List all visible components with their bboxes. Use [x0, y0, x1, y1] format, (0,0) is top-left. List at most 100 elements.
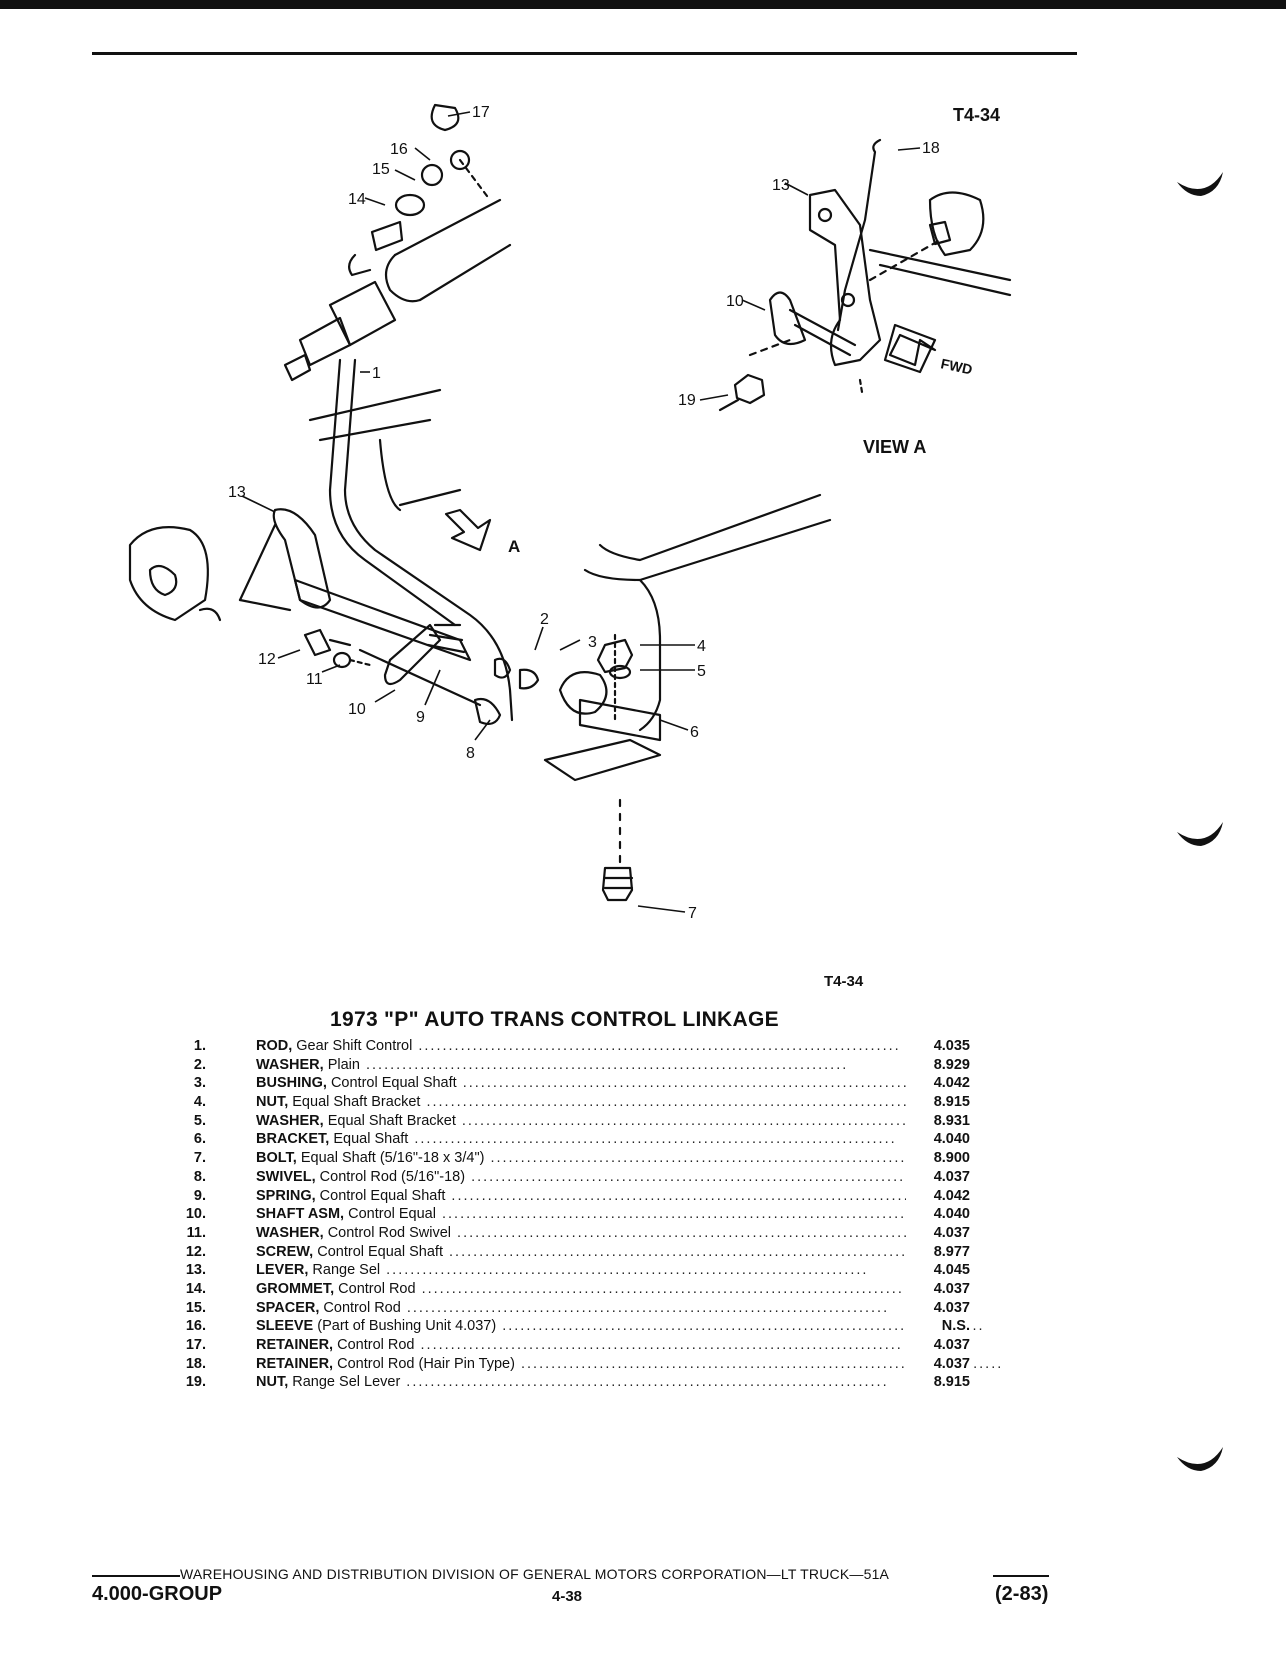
part-name: BUSHING,	[256, 1075, 327, 1092]
group-code: 4.037	[906, 1279, 970, 1299]
part-name: SPRING,	[256, 1187, 316, 1204]
part-name: SPACER,	[256, 1299, 320, 1316]
part-detail: Control Equal	[348, 1206, 436, 1223]
view-a-label: VIEW A	[863, 437, 926, 457]
part-detail: Control Rod	[338, 1280, 416, 1297]
list-item: 19.NUT, Range Sel Lever ................…	[170, 1373, 970, 1393]
part-detail: Control Rod Swivel	[327, 1224, 452, 1241]
fwd-label: FWD	[939, 355, 974, 377]
part-description: SPRING, Control Equal Shaft ............…	[256, 1187, 934, 1204]
part-description: NUT, Equal Shaft Bracket ...............…	[256, 1094, 909, 1111]
list-item: 16.SLEEVE (Part of Bushing Unit 4.037) .…	[170, 1317, 983, 1337]
callout-11: 11	[306, 671, 323, 688]
part-description: RETAINER, Control Rod (Hair Pin Type) ..…	[256, 1355, 1004, 1372]
part-detail: Gear Shift Control	[296, 1038, 413, 1054]
callout-17: 17	[472, 104, 490, 121]
part-description: LEVER, Range Sel .......................…	[256, 1262, 869, 1279]
part-number: 13.	[185, 1262, 206, 1279]
callout-3: 3	[588, 634, 597, 651]
part-number: 18.	[185, 1355, 206, 1372]
part-detail: Equal Shaft Bracket	[292, 1094, 421, 1111]
part-number: 7.	[193, 1150, 206, 1167]
footer-division-text: WAREHOUSING AND DISTRIBUTION DIVISION OF…	[180, 1566, 890, 1582]
callout-2: 2	[540, 611, 549, 628]
part-name: WASHER,	[256, 1056, 324, 1073]
list-item: 10. SHAFT ASM, Control Equal ............…	[170, 1205, 970, 1224]
leader-lines	[241, 111, 921, 913]
part-description: SHAFT ASM, Control Equal ...............…	[256, 1206, 925, 1223]
callout-10: 10	[348, 701, 366, 718]
callout-numbers: 17 16 15 14 1 2 3 4 5 6 7 8 9 10 11 12 1…	[228, 104, 940, 922]
list-item: 1. ROD, Gear Shift Control ..............…	[170, 1037, 970, 1056]
list-item: 14.GROMMET, Control Rod ................…	[170, 1279, 970, 1299]
group-code: 4.040	[906, 1130, 970, 1150]
part-name: NUT,	[256, 1094, 289, 1111]
part-name: SLEEVE	[256, 1318, 314, 1335]
callout-15: 15	[372, 161, 390, 178]
part-number: 15.	[185, 1299, 206, 1316]
group-code: 4.035	[906, 1037, 970, 1056]
list-item: 11.WASHER, Control Rod Swivel ..........…	[170, 1223, 970, 1243]
part-name: NUT,	[256, 1374, 289, 1391]
callout-6: 6	[690, 724, 699, 741]
list-item: 3.BUSHING, Control Equal Shaft .........…	[170, 1074, 970, 1094]
group-code: 4.037	[906, 1298, 970, 1318]
part-name: SCREW,	[256, 1243, 314, 1260]
part-number: 4.	[193, 1094, 206, 1111]
group-code: 8.915	[906, 1093, 970, 1112]
part-name: GROMMET,	[256, 1280, 335, 1297]
footer-rule-right	[993, 1575, 1049, 1577]
group-code: 4.042	[906, 1074, 970, 1094]
group-code: 4.037	[906, 1336, 970, 1355]
part-number: 9.	[193, 1187, 206, 1204]
part-name: SHAFT ASM,	[256, 1206, 345, 1223]
header-rule	[92, 52, 1077, 55]
top-border-bar	[0, 0, 1286, 9]
bracket-6	[543, 633, 662, 782]
list-item: 17.RETAINER, Control Rod ...............…	[170, 1336, 970, 1355]
list-item: 8.SWIVEL, Control Rod (5/16"-18) .......…	[170, 1167, 970, 1187]
group-code: 4.037	[906, 1223, 970, 1243]
part-number: 17.	[185, 1337, 206, 1353]
list-item: 12. SCREW, Control Equal Shaft ..........…	[170, 1242, 970, 1262]
range-lever-13	[238, 508, 332, 612]
callout-1: 1	[372, 365, 381, 382]
part-detail: Equal Shaft (5/16"-18 x 3/4")	[300, 1150, 485, 1167]
callout-8: 8	[466, 745, 475, 762]
callout-12: 12	[258, 651, 276, 668]
steering-column	[283, 198, 512, 382]
revision-date: (2-83)	[995, 1583, 1049, 1605]
list-item: 13. LEVER, Range Sel ....................…	[170, 1261, 970, 1280]
group-code: 4.045	[906, 1261, 970, 1280]
part-number: 12.	[185, 1243, 206, 1260]
part-detail: Equal Shaft Bracket	[327, 1112, 456, 1129]
callout-4: 4	[697, 638, 706, 655]
group-code: 4.037	[906, 1354, 970, 1374]
group-code: 8.931	[906, 1111, 970, 1131]
part-name: SWIVEL,	[256, 1168, 316, 1185]
part-number: 19.	[185, 1374, 206, 1391]
part-description: ROD, Gear Shift Control ................…	[256, 1038, 901, 1054]
callout-13: 13	[228, 484, 246, 501]
callout-14: 14	[348, 191, 366, 208]
part-description: WASHER, Control Rod Swivel .............…	[256, 1224, 940, 1241]
part-detail: Control Rod	[337, 1337, 415, 1353]
list-item: 9. SPRING, Control Equal Shaft ..........…	[170, 1186, 970, 1206]
list-item: 6.BRACKET, Equal Shaft .................…	[170, 1130, 970, 1150]
linkage-diagram: 17 16 15 14 1 2 3 4 5 6 7 8 9 10 11 12 1…	[128, 103, 1012, 922]
part-detail: Range Sel	[312, 1262, 381, 1279]
part-description: SPACER, Control Rod ....................…	[256, 1299, 890, 1316]
parts-list: 1. ROD, Gear Shift Control ..............…	[170, 1037, 1001, 1393]
part-number: 1.	[193, 1038, 206, 1054]
part-number: 10.	[185, 1206, 206, 1223]
part-detail: Control Equal Shaft	[317, 1243, 443, 1260]
part-detail: (Part of Bushing Unit 4.037)	[317, 1318, 497, 1335]
part-name: BOLT,	[256, 1150, 297, 1167]
part-number: 14.	[185, 1280, 206, 1297]
part-description: SCREW, Control Equal Shaft .............…	[256, 1243, 932, 1260]
gear-shift-rod	[343, 358, 514, 722]
part-description: WASHER, Equal Shaft Bracket ............…	[256, 1112, 945, 1129]
part-detail: Equal Shaft	[333, 1131, 409, 1148]
part-detail: Control Equal Shaft	[330, 1075, 457, 1092]
part-description: BOLT, Equal Shaft (5/16"-18 x 3/4") ....…	[256, 1150, 973, 1167]
